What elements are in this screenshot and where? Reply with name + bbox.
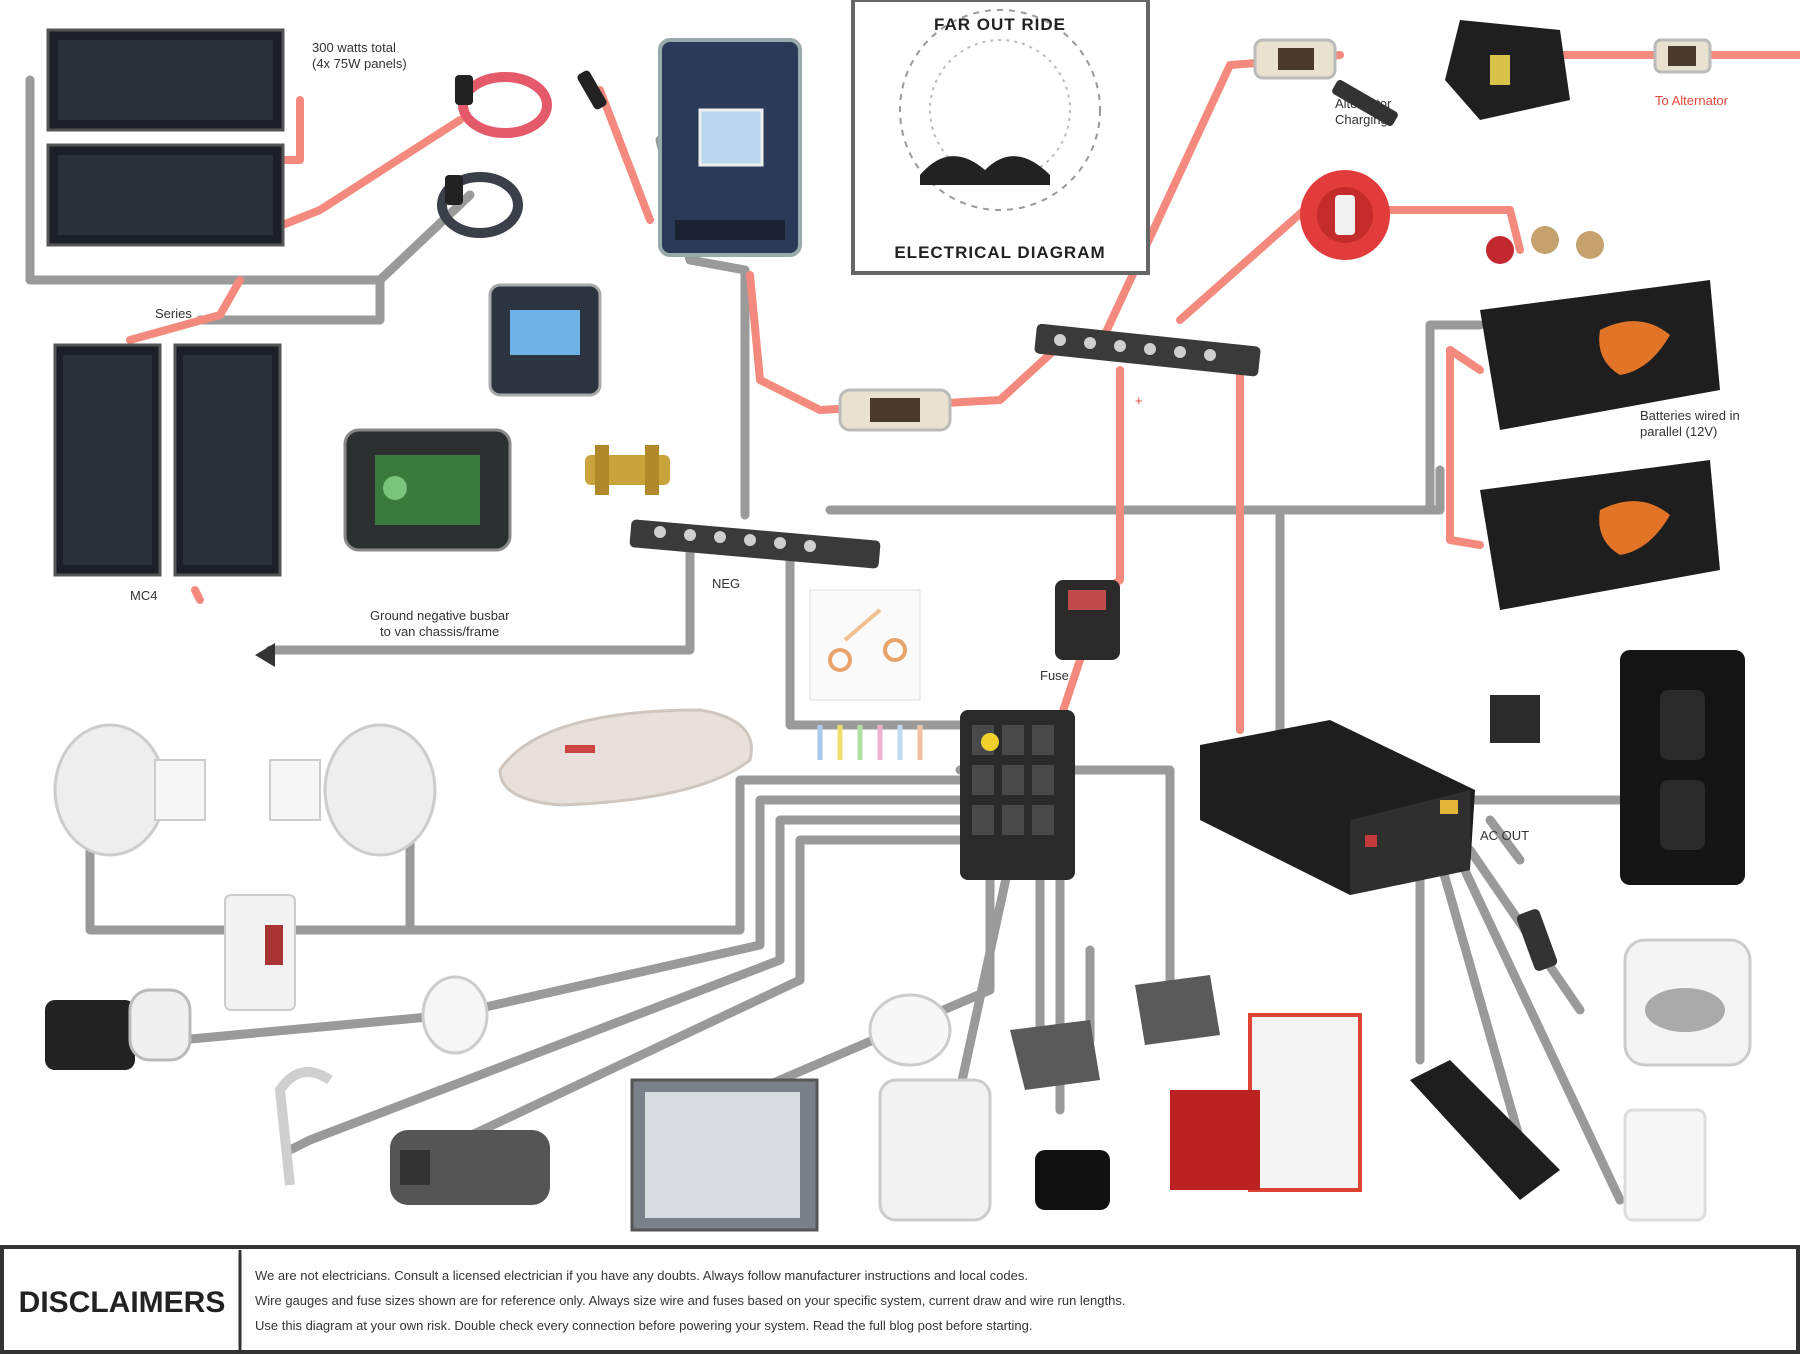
dimmer-switch [224,894,296,1011]
mppt-remote-meter [488,283,602,397]
inline-fuse-controller [838,388,952,432]
battery-parallel-label: Batteries wired in [1640,408,1740,423]
fuse-label: Fuse [1040,668,1069,683]
lithium-battery-1 [1480,280,1720,430]
alternator-fuse [1253,38,1337,80]
battery-terminals [1486,226,1604,264]
black-cable-coil [437,172,523,238]
ac-space-heater [1623,938,1752,1067]
positive-busbar [1034,323,1261,377]
shunt [585,445,670,495]
neg-busbar-label: NEG [712,576,740,591]
fuse-color-taps [817,725,923,760]
disclaimer-line-3: Use this diagram at your own risk. Doubl… [255,1318,1033,1333]
water-strainer [421,975,489,1055]
to-alternator-label: To Alternator [1655,93,1729,108]
water-pump [45,988,192,1070]
series-label: Series [155,306,192,321]
ground-arrow [255,643,275,667]
solar-note-label: 300 watts total [312,40,396,55]
mppt-charge-controller [658,38,802,257]
red-cable-coil [458,72,552,138]
mc4-connectors [445,70,607,205]
main-fuse [1055,580,1120,660]
alt-charging-label-2: Charging [1335,112,1388,127]
battery-disconnect-switch [1300,170,1390,260]
alt-charging-label: Alternator [1335,96,1392,111]
ac-appliance [1623,1108,1707,1222]
battery-charger [1170,1013,1362,1192]
mc4-label: MC4 [130,588,157,603]
positive-marker: + [1135,393,1143,408]
battery-monitor [343,428,512,552]
inverter-remote [1410,1060,1560,1200]
roof-vent-fan [498,708,753,807]
solar-note-label-2: (4x 75W panels) [312,56,407,71]
usb-outlet-2 [1135,975,1220,1045]
fuse-block [960,710,1075,880]
refrigerator [630,1078,819,1232]
diesel-heater [390,1130,550,1205]
ground-label: Ground negative busbar [370,608,510,623]
battery-parallel-label-2: parallel (12V) [1640,424,1717,439]
composting-toilet [868,993,992,1222]
ac-outlet-panel [1620,650,1745,885]
faucet [274,1067,333,1186]
inverter-ac-out-label: AC OUT [1480,828,1529,843]
logo-subtitle: ELECTRICAL DIAGRAM [894,243,1105,262]
ground-label-2: to van chassis/frame [380,624,499,639]
battery-isolator [1332,20,1570,126]
led-puck-lights [53,723,437,857]
lithium-battery-2 [1480,460,1720,610]
far-out-ride-logo: FAR OUT RIDE ELECTRICAL DIAGRAM [851,0,1150,275]
12v-socket [1035,1150,1110,1210]
usb-outlet-1 [1010,1020,1100,1090]
solar-panel-array [46,28,285,577]
inverter [1200,720,1475,895]
disclaimer-title: DISCLAIMERS [19,1286,226,1319]
inverter-remote-switch [1490,695,1540,743]
ac-plug [1516,909,1558,971]
alternator-end-fuse [1653,38,1712,74]
disclaimer-line-1: We are not electricians. Consult a licen… [255,1268,1028,1283]
disclaimer-bar: DISCLAIMERS We are not electricians. Con… [0,1245,1800,1354]
negative-busbar [629,519,881,569]
logo-title: FAR OUT RIDE [934,15,1066,34]
disclaimer-line-2: Wire gauges and fuse sizes shown are for… [255,1293,1125,1308]
ring-terminal-detail [809,589,921,701]
